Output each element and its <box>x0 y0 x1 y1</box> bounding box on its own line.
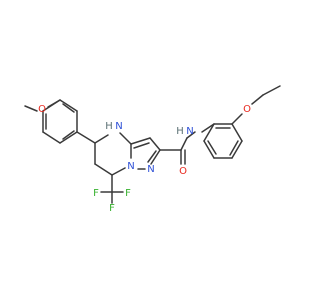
atom-label-n-pyrazole: N <box>147 164 154 175</box>
bond-lines <box>24 85 281 204</box>
atom-label-o-carbonyl: O <box>179 166 187 177</box>
atom-label-o-methoxy: O <box>38 104 46 115</box>
atom-label-f-left: F <box>93 188 99 199</box>
atom-label-n-amide: N <box>186 126 193 137</box>
atom-label-n-ring: N <box>115 121 122 132</box>
atom-labels: O N H N N O N H O F F F <box>38 104 251 214</box>
atom-label-f-right: F <box>125 188 131 199</box>
atom-label-o-ethoxy: O <box>243 104 251 115</box>
atom-label-n-bridge: N <box>127 161 134 172</box>
atom-label-h-amide: H <box>176 126 184 137</box>
atom-label-f-top: F <box>109 203 115 214</box>
atom-label-h-ring: H <box>105 121 113 132</box>
chemical-structure-drawing: O N H N N O N H O F F F <box>24 85 281 214</box>
molecule-canvas: O N H N N O N H O F F F <box>24 85 281 214</box>
